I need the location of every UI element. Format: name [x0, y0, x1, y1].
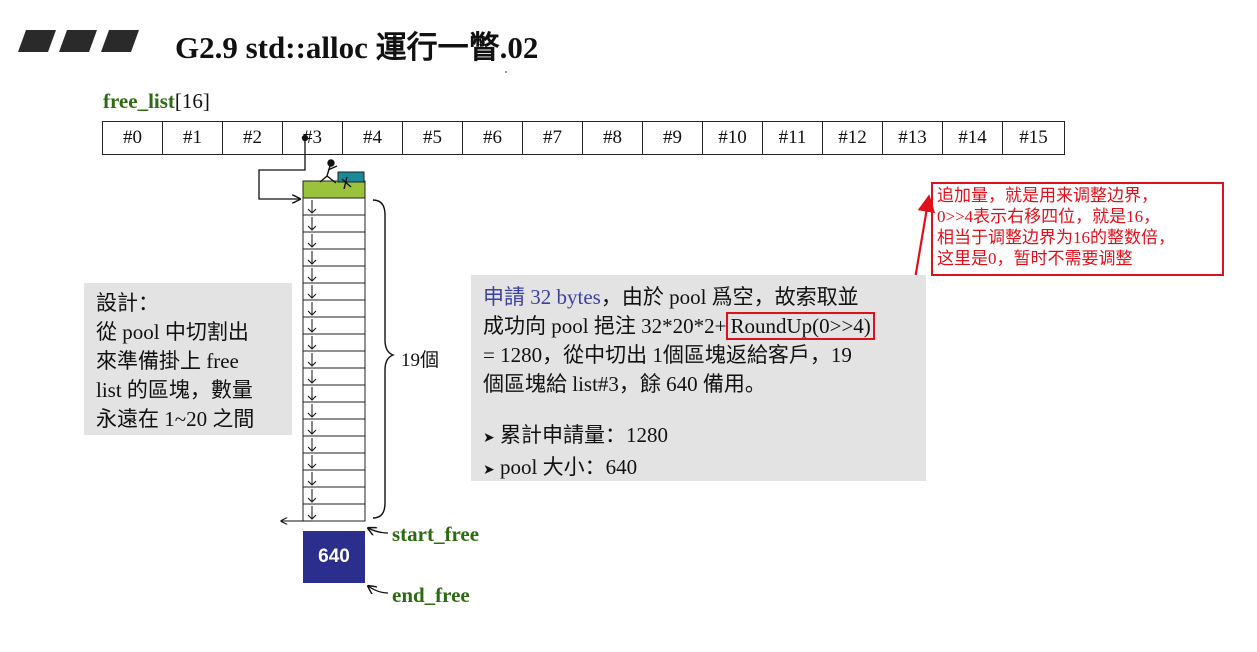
free-list-slot: #4 [343, 122, 403, 154]
free-list-array: #0 #1 #2 #3 #4 #5 #6 #7 #8 #9 #10 #11 #1… [102, 121, 1065, 155]
free-list-slot: #7 [523, 122, 583, 154]
free-list-slot: #2 [223, 122, 283, 154]
design-note-line: 來準備掛上 free [96, 349, 239, 373]
free-list-slot: #6 [463, 122, 523, 154]
roundup-highlight: RoundUp(0>>4) [726, 312, 875, 340]
annotation-line: 0>>4表示右移四位，就是16， [937, 207, 1161, 226]
free-list-label: free_list[16] [103, 89, 210, 114]
free-list-slot: #12 [823, 122, 883, 154]
free-list-slot: #14 [943, 122, 1003, 154]
free-list-slot: #8 [583, 122, 643, 154]
request-line-4: 個區塊給 list#3，餘 640 備用。 [483, 372, 766, 396]
start-free-arrow [368, 528, 389, 533]
chunk-next-arrow [307, 404, 317, 418]
annotation-line: 这里是0，暂时不需要调整 [937, 249, 1133, 268]
page-title: G2.9 std::alloc 運行一瞥.02 [175, 30, 539, 65]
request-line-3: = 1280，從中切出 1個區塊返給客戶，19 [483, 343, 852, 367]
request-line-1-rest: ，由於 pool 爲空，故索取並 [600, 285, 859, 309]
free-list-slot: #15 [1019, 127, 1048, 148]
design-note-panel: 設計： 從 pool 中切割出 來準備掛上 free list 的區塊，數量 永… [84, 283, 292, 435]
chunk-next-arrow [307, 251, 317, 265]
free-list-slot-3: #3 [283, 122, 343, 154]
roundup-annotation-box: 追加量，就是用来调整边界， 0>>4表示右移四位，就是16， 相当于调整边界为1… [931, 182, 1224, 276]
chunk-next-arrow [307, 302, 317, 316]
client-tag-icon [337, 171, 365, 183]
free-list-slot: #5 [403, 122, 463, 154]
design-note-line: 永遠在 1~20 之間 [96, 407, 255, 431]
request-line-2-pre: 成功向 pool 挹注 32*20*2+ [483, 314, 727, 338]
chunk-next-arrow [307, 336, 317, 350]
client-figure-icon [319, 159, 352, 190]
free-list-slot: #13 [883, 122, 943, 154]
chunk-next-arrow [307, 285, 317, 299]
chunk-next-arrow [307, 421, 317, 435]
design-note-line: list 的區塊，數量 [96, 378, 253, 402]
free-list-slot: #0 [103, 122, 163, 154]
chunk-next-arrow [307, 353, 317, 367]
start-free-label: start_free [392, 522, 480, 546]
bullet-item: ➤ pool 大小：640 [483, 453, 926, 485]
chunk-next-arrow [307, 472, 317, 486]
design-note-line: 設計： [96, 291, 159, 315]
chunk-brace [372, 199, 395, 519]
bullet-item: ➤ 累計申請量：1280 [483, 421, 926, 453]
design-note-line: 從 pool 中切割出 [96, 320, 249, 344]
end-free-arrow [368, 586, 389, 593]
chunk-next-arrow [307, 268, 317, 282]
chunk-next-arrow [307, 200, 317, 214]
free-list-slot: #9 [643, 122, 703, 154]
chunk-next-arrows [307, 200, 317, 520]
bullet-arrow-icon: ➤ [483, 431, 495, 446]
header-bars-icon [18, 30, 139, 52]
chunk-next-arrow [307, 387, 317, 401]
end-free-label: end_free [392, 583, 470, 607]
allocated-chunk [302, 180, 366, 199]
request-line-2: 成功向 pool 挹注 32*20*2+RoundUp(0>>4) [483, 312, 926, 341]
free-list-slot: #10 [703, 122, 763, 154]
free-list-name: free_list [103, 89, 175, 113]
bullet-text: pool 大小：640 [499, 455, 638, 479]
bullet-arrow-icon: ➤ [483, 463, 495, 478]
slot3-pointer-arrow [258, 138, 306, 199]
chunk-next-arrow [307, 455, 317, 469]
annotation-line: 相当于调整边界为16的整数倍， [937, 228, 1175, 247]
chunk-next-arrow [307, 370, 317, 384]
bullet-text: 累計申請量：1280 [499, 423, 668, 447]
request-line-1: 申請 32 bytes，由於 pool 爲空，故索取並 [483, 283, 926, 312]
annotation-line: 追加量，就是用来调整边界， [937, 186, 1158, 205]
stray-dot [505, 71, 507, 73]
chunk-next-arrow [307, 489, 317, 503]
chunk-count-label: 19個 [401, 350, 440, 371]
chunk-next-arrow [307, 217, 317, 231]
pool-block: 640 [303, 531, 365, 583]
chunk-next-arrow [307, 319, 317, 333]
chunk-dividers [303, 214, 365, 505]
request-size-text: 申請 32 bytes [483, 285, 601, 309]
pool-size-label: 640 [318, 546, 350, 567]
request-info-panel: 申請 32 bytes，由於 pool 爲空，故索取並 成功向 pool 挹注 … [471, 275, 926, 481]
free-list-index: [16] [174, 89, 210, 113]
chunk-next-arrow [307, 234, 317, 248]
chunk-next-arrow [307, 438, 317, 452]
chunk-next-arrow [307, 506, 317, 520]
free-list-slot: #11 [763, 122, 823, 154]
free-list-slot: #1 [163, 122, 223, 154]
